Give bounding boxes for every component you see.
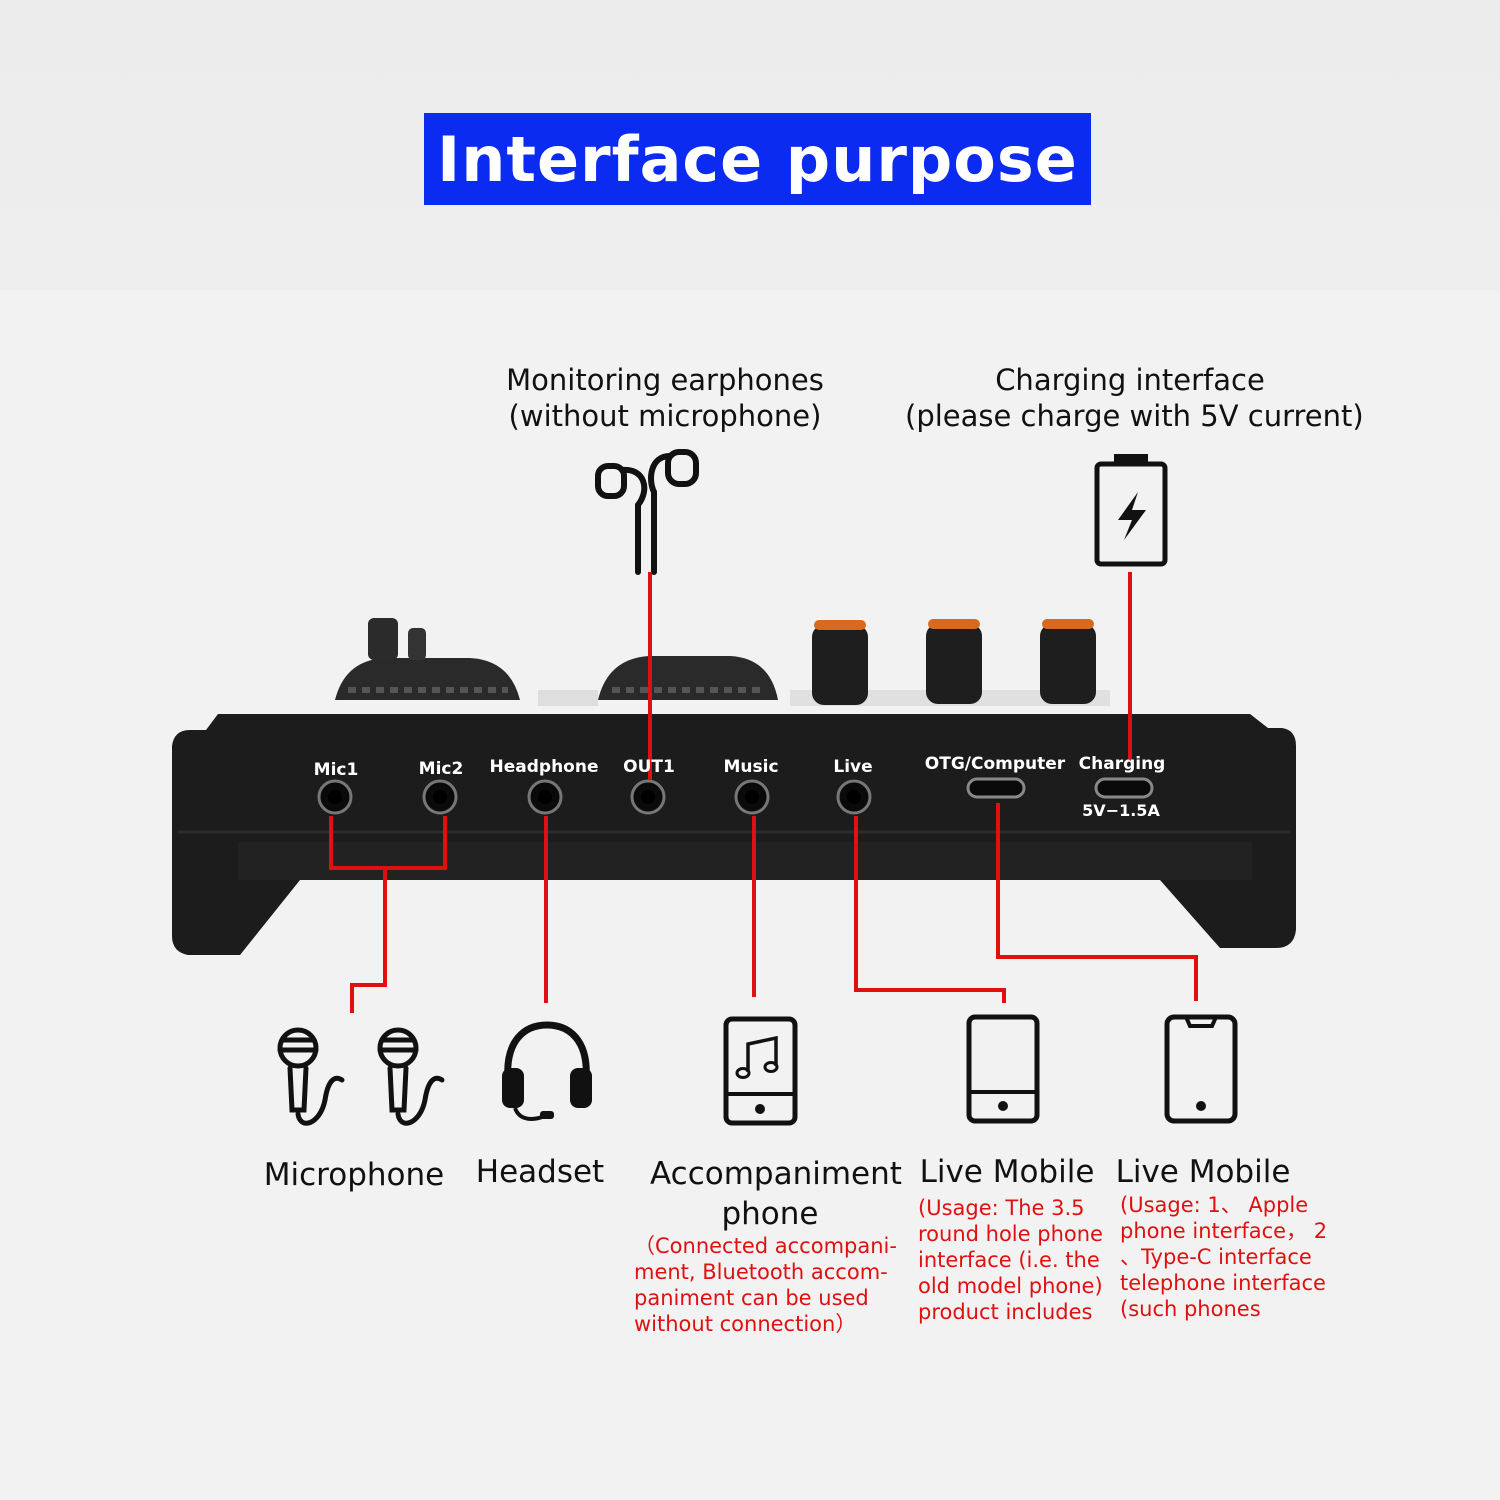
live-mobile-1-note-line3: interface (i.e. the	[918, 1248, 1100, 1272]
port-label-live: Live	[833, 757, 873, 777]
jack-mic1	[317, 779, 353, 815]
jack-music	[734, 779, 770, 815]
page-title: Interface purpose	[424, 113, 1091, 205]
microphone-label: Microphone	[263, 1157, 445, 1193]
live-mobile-1-note: (Usage: The 3.5 round hole phone interfa…	[918, 1195, 1103, 1325]
live-mobile-2-note-line4: telephone interface	[1120, 1271, 1326, 1295]
monitoring-caption-line1: Monitoring earphones	[506, 363, 824, 397]
jack-out1	[630, 779, 666, 815]
accompaniment-note-line3: paniment can be used	[634, 1286, 869, 1310]
microphone-icon	[377, 1027, 445, 1126]
port-label-charging: Charging	[1078, 754, 1166, 774]
live-mobile-2-note-line1: (Usage: 1、 Apple	[1120, 1193, 1309, 1217]
port-label-headphone: Headphone	[489, 757, 599, 777]
accompaniment-label: Accompaniment phone	[650, 1154, 902, 1234]
battery-charging-icon	[1094, 454, 1168, 567]
live-mobile-1-note-line1: (Usage: The 3.5	[918, 1196, 1085, 1220]
port-label-mic1: Mic1	[313, 760, 359, 780]
microphone-icon	[277, 1027, 345, 1126]
connector-live-1	[854, 816, 1006, 1003]
audio-jacks	[317, 777, 1154, 815]
connector-microphone	[329, 816, 447, 1013]
accompaniment-label-line2: phone	[721, 1196, 819, 1232]
headset-label: Headset	[475, 1154, 605, 1190]
accompaniment-note-line1: （Connected accompani-	[634, 1234, 897, 1258]
live-mobile-2-note-line5: (such phones	[1120, 1297, 1261, 1321]
jack-mic2	[422, 779, 458, 815]
phone-icon	[1164, 1014, 1238, 1124]
port-label-music: Music	[723, 757, 779, 777]
accompaniment-label-line1: Accompaniment	[650, 1156, 902, 1192]
live-mobile-2-note-line3: 、Type-C interface	[1120, 1245, 1312, 1269]
earphones-icon	[595, 449, 699, 575]
live-mobile-1-note-line4: old model phone)	[918, 1274, 1103, 1298]
accompaniment-note-line2: ment, Bluetooth accom-	[634, 1260, 888, 1284]
charging-caption-line1: Charging interface	[995, 363, 1265, 397]
jack-headphone	[527, 779, 563, 815]
port-label-out1: OUT1	[623, 757, 675, 777]
live-mobile-1-note-line5: product includes	[918, 1300, 1093, 1324]
jack-live	[836, 779, 872, 815]
charging-caption-line2: (please charge with 5V current)	[905, 399, 1364, 433]
port-label-mic2: Mic2	[418, 759, 464, 779]
live-mobile-1-note-line2: round hole phone	[918, 1222, 1103, 1246]
live-mobile-2-note-line2: phone interface， 2	[1120, 1219, 1328, 1243]
charging-caption: Charging interface (please charge with 5…	[905, 362, 1364, 434]
connector-live-2	[996, 803, 1198, 1001]
phone-icon	[966, 1014, 1040, 1124]
usb-c-charging	[1094, 777, 1154, 799]
live-mobile-2-note: (Usage: 1、 Apple phone interface， 2 、Typ…	[1120, 1192, 1327, 1322]
music-phone-icon	[723, 1016, 798, 1126]
accompaniment-note: （Connected accompani- ment, Bluetooth ac…	[634, 1233, 897, 1337]
monitoring-caption-line2: (without microphone)	[508, 399, 822, 433]
headset-icon	[502, 1021, 592, 1121]
live-mobile-1-label: Live Mobile	[919, 1154, 1095, 1190]
connector-lines	[329, 572, 1198, 1013]
mixer-body	[172, 714, 1296, 955]
live-mobile-2-label: Live Mobile	[1115, 1154, 1291, 1190]
accompaniment-note-line4: without connection）	[634, 1312, 857, 1336]
port-label-charging-rating: 5V−1.5A	[1082, 801, 1160, 820]
usb-c-otg	[966, 777, 1026, 799]
monitoring-caption: Monitoring earphones (without microphone…	[490, 362, 840, 434]
port-label-otg: OTG/Computer	[924, 754, 1066, 774]
device-knobs	[335, 618, 1110, 706]
